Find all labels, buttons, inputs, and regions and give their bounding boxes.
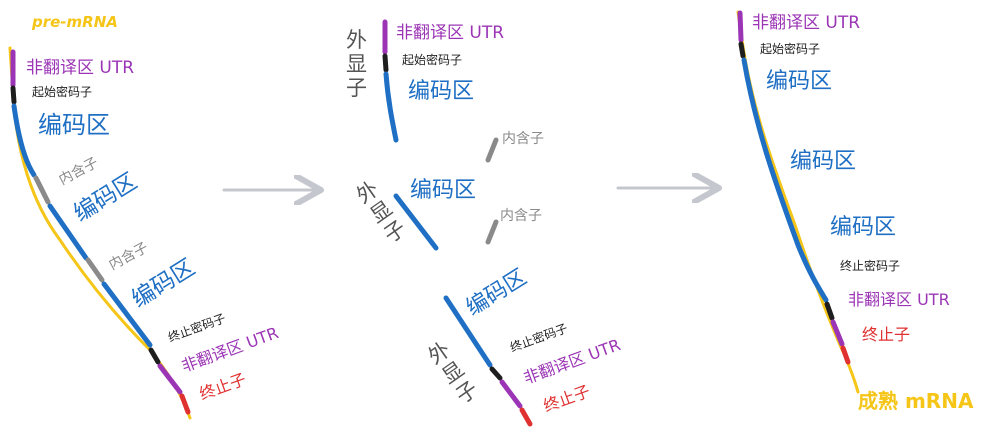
exon3-utr3-segment [499, 379, 523, 409]
exon3-stop-codon-segment [489, 366, 503, 381]
intron1-label: 内含子 [502, 131, 544, 147]
exon3-coding-label: 编码区 [462, 265, 531, 321]
exon1-coding-segment [383, 71, 399, 143]
mature-terminator-segment [840, 345, 851, 365]
premrna-stop-codon-label: 终止密码子 [166, 310, 228, 345]
mature-utr3-label: 非翻译区 UTR [848, 290, 950, 309]
exon1-utr5-label: 非翻译区 UTR [396, 23, 504, 43]
exon2-coding-segment [393, 193, 439, 251]
premrna-panel: pre-mRNA 非翻译区 UTR 起始密码子 编码区 内含子 编码区 内含子 … [8, 13, 281, 420]
mature-utr5-segment [737, 10, 744, 43]
exon1-side-text: 外 [346, 28, 367, 52]
mature-coding-segment [741, 57, 829, 303]
mature-coding1-label: 编码区 [766, 69, 832, 94]
premrna-utr5-label: 非翻译区 UTR [26, 58, 134, 78]
exon3-terminator-segment [519, 407, 533, 427]
intron2-segment [485, 219, 499, 245]
mature-stop-codon-segment [824, 301, 835, 321]
mature-coding3-label: 编码区 [830, 215, 896, 240]
premrna-intron2-label: 内含子 [106, 240, 151, 274]
exons-introns-panel: 外 显子 非翻译区 UTR 起始密码子 编码区 内含子 外 显子 编码区 内含子… [346, 19, 623, 427]
exon1-start-codon-label: 起始密码子 [402, 52, 462, 67]
premrna-stop-codon-segment [148, 347, 161, 365]
premrna-utr3-segment [157, 363, 183, 395]
premrna-coding2-segment [47, 203, 89, 261]
premrna-coding3-segment [101, 281, 153, 348]
mature-mrna-title: 成熟 mRNA [858, 389, 974, 413]
premrna-terminator-label: 终止子 [197, 369, 249, 403]
mature-mrna-panel: 非翻译区 UTR 起始密码子 编码区 编码区 编码区 终止密码子 非翻译区 UT… [736, 10, 974, 413]
mature-utr3-segment [830, 319, 845, 347]
intron2-label: 内含子 [500, 208, 542, 224]
mature-coding2-label: 编码区 [790, 149, 856, 174]
premrna-coding1-segment [11, 103, 37, 178]
exon1-side-label: 外 显子 [346, 28, 374, 100]
exon1-start-codon-segment [382, 53, 389, 73]
mature-start-codon-segment [738, 41, 746, 59]
exon2-coding-label: 编码区 [410, 178, 476, 203]
premrna-intron1-segment [33, 175, 51, 205]
mature-start-codon-label: 起始密码子 [760, 41, 820, 56]
premrna-coding1-label: 编码区 [38, 111, 110, 139]
side-label-char: 显 [346, 52, 367, 76]
mature-stop-codon-label: 终止密码子 [840, 258, 900, 273]
premrna-intron2-segment [85, 257, 105, 283]
premrna-terminator-segment [179, 393, 191, 415]
mature-terminator-label: 终止子 [862, 325, 910, 344]
exon3-coding-segment [443, 295, 493, 368]
side-label-char: 子 [346, 76, 367, 100]
exon1-coding-label: 编码区 [408, 79, 474, 104]
premrna-coding3-label: 编码区 [127, 254, 199, 313]
premrna-title: pre-mRNA [31, 13, 118, 31]
exon3-stop-codon-label: 终止密码子 [508, 320, 570, 355]
premrna-intron1-label: 内含子 [56, 155, 101, 189]
premrna-start-codon-segment [10, 85, 17, 105]
premrna-start-codon-label: 起始密码子 [32, 84, 92, 99]
exon3-terminator-label: 终止子 [541, 381, 593, 415]
mature-utr5-label: 非翻译区 UTR [752, 13, 860, 33]
premrna-backbone [8, 46, 192, 420]
intron1-segment [485, 137, 499, 163]
